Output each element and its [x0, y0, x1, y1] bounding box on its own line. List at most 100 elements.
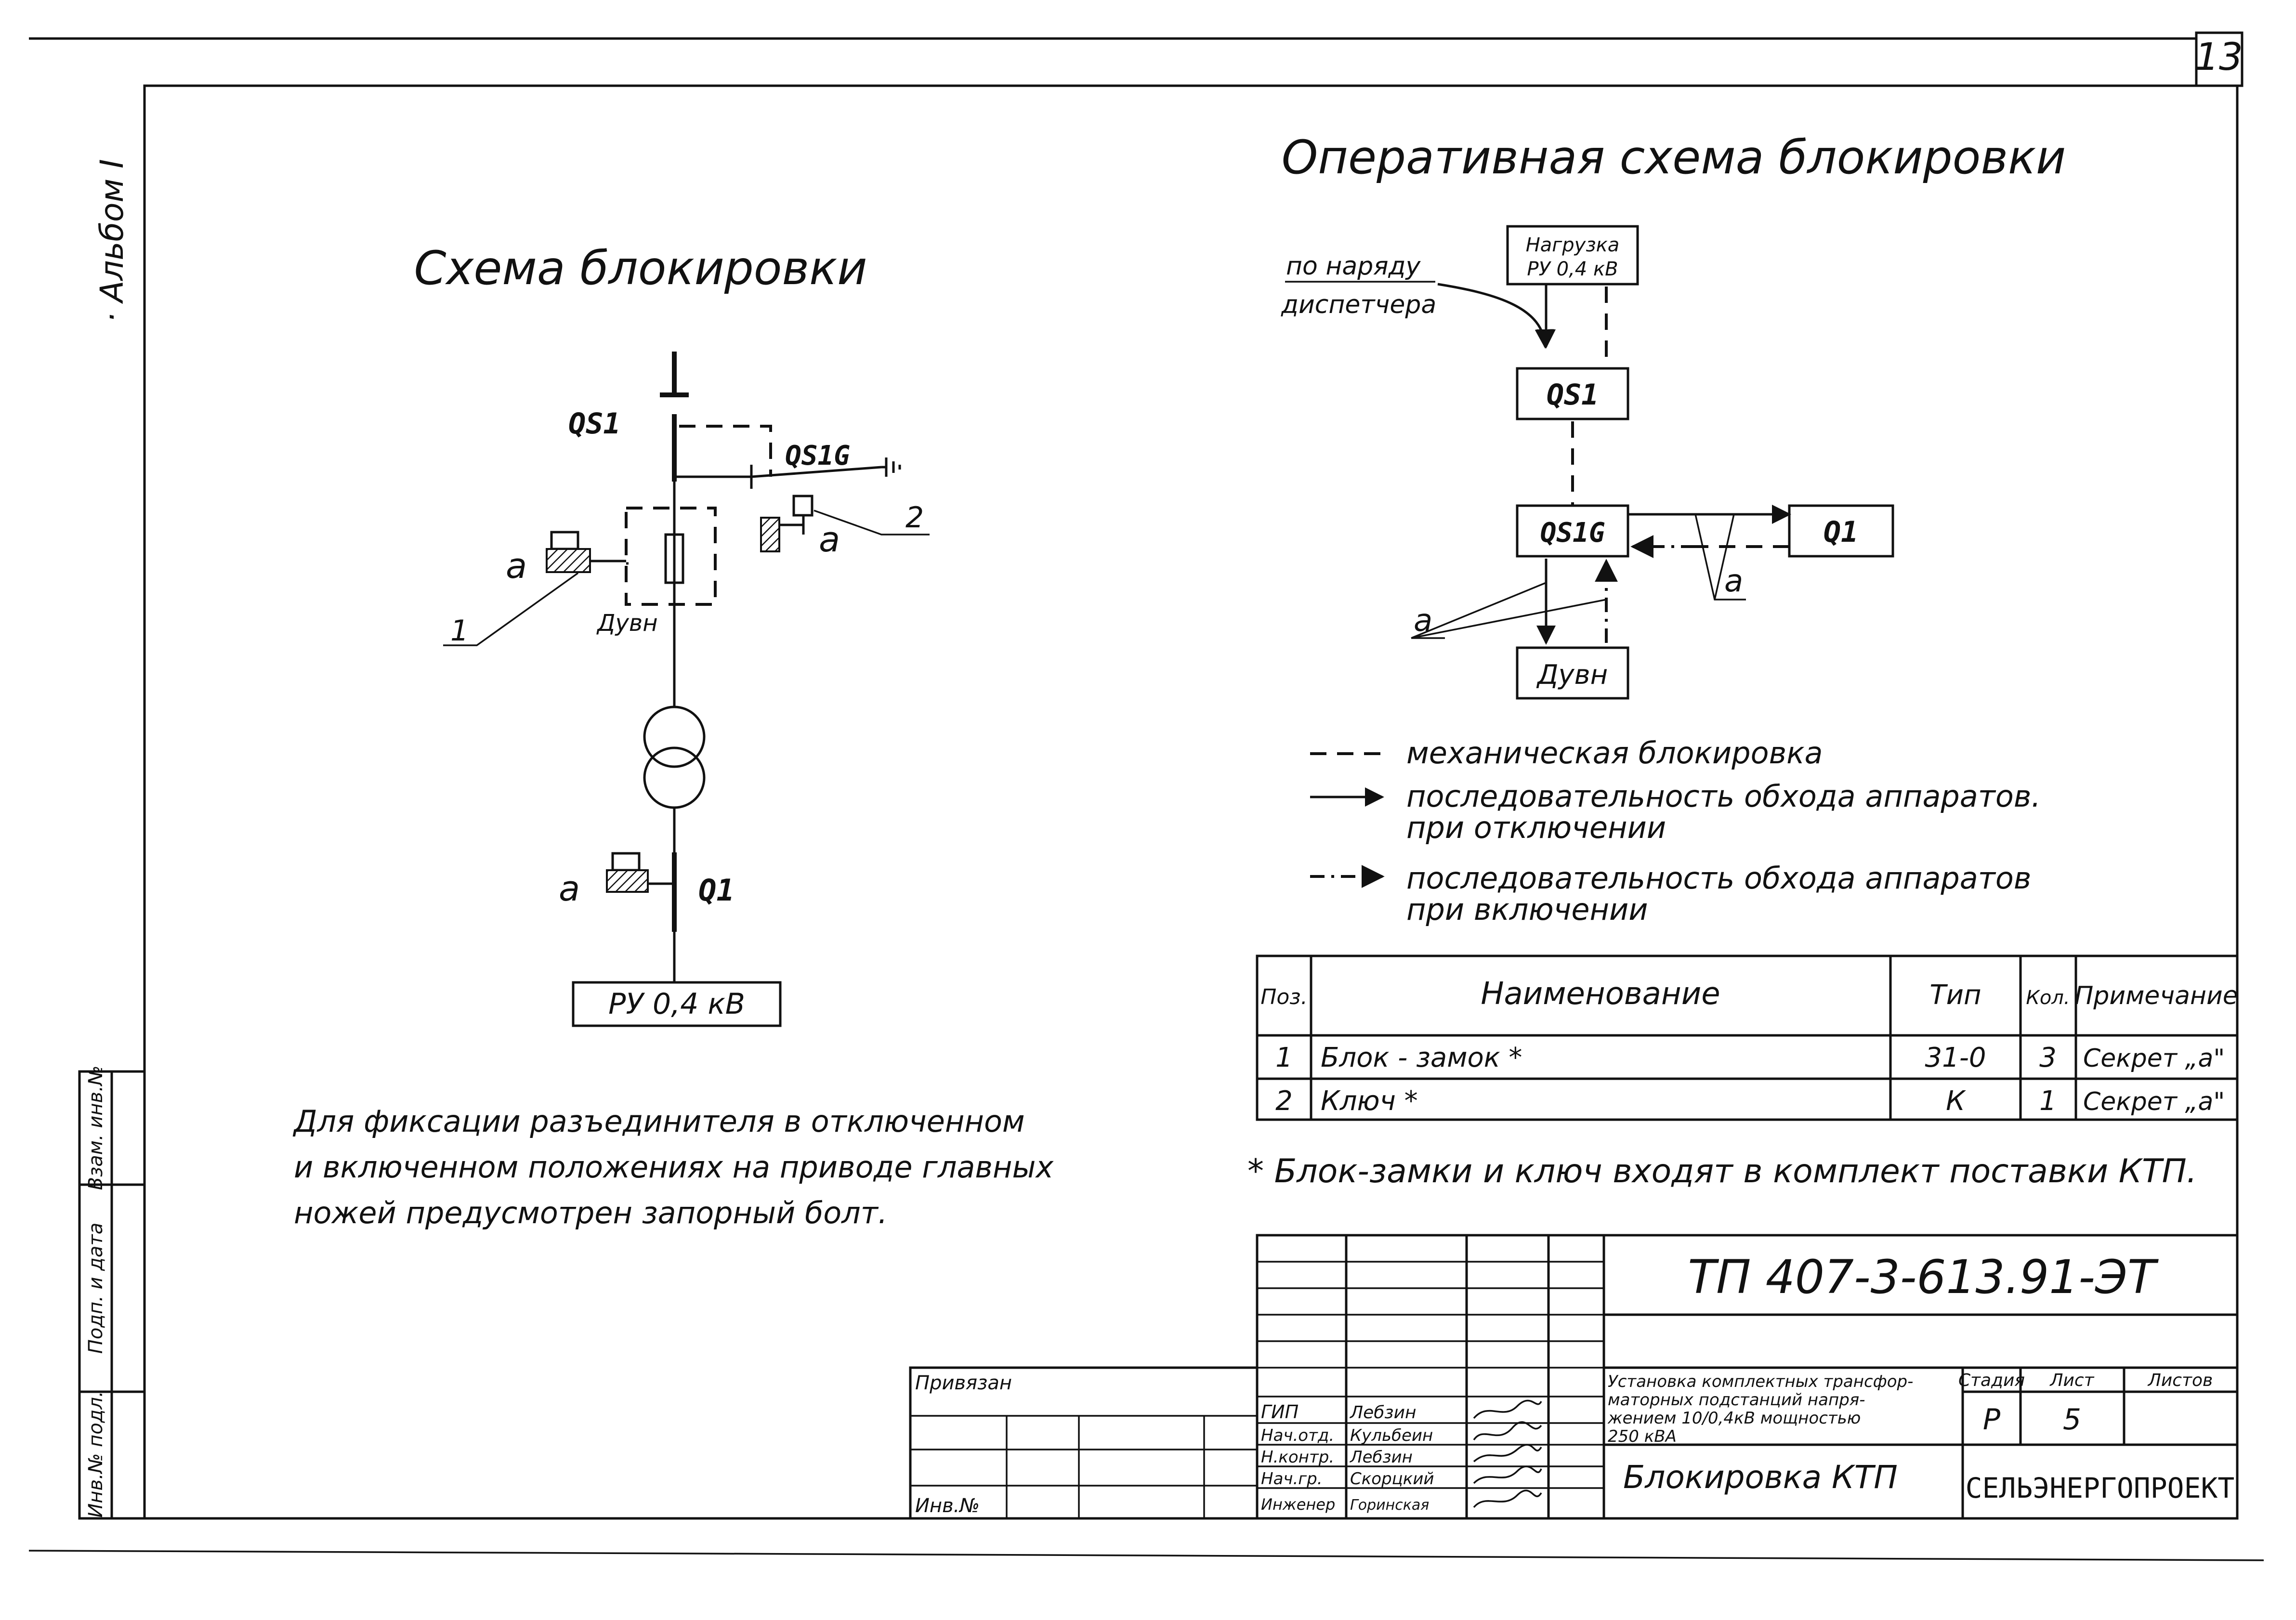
q1-label: Q1 [698, 873, 735, 908]
row1-type: 31-0 [1925, 1042, 1986, 1073]
sheet-value: 5 [2063, 1403, 2081, 1437]
stage-value: Р [1983, 1403, 2001, 1437]
left-stamp-strip: Взам. инв.№ Подп. и дата Инв.№ подл. [78, 1066, 146, 1520]
lock-icon-q1 [606, 869, 649, 893]
footnote: * Блок-замки и ключ входят в комплект по… [1247, 1152, 2197, 1190]
callout-a-left [1411, 582, 1607, 639]
interlock-scheme-title: Схема блокировки [414, 241, 867, 295]
vzam-inv-label: Взам. инв.№ [85, 1066, 107, 1190]
stage-label: Стадия [1958, 1371, 2025, 1390]
duvn-box-label: Дувн [1536, 659, 1608, 691]
privyazan-label: Привязан [915, 1372, 1012, 1394]
description-line-4: 250 кВА [1608, 1427, 1677, 1446]
qs1-box [1516, 367, 1629, 420]
transformer-winding-1 [643, 705, 706, 768]
transformer-winding-2 [643, 746, 706, 809]
row2-qty: 1 [2039, 1085, 2057, 1117]
sheet-label: Лист [2049, 1371, 2094, 1390]
signature-3 [1473, 1444, 1542, 1463]
row2-name: Ключ * [1321, 1085, 1418, 1117]
album-label: · Альбом I [93, 159, 131, 323]
qs1-mech-link [679, 425, 772, 477]
role-4: Нач.гр. [1261, 1469, 1323, 1489]
name-2: Кульбеин [1350, 1426, 1433, 1445]
note-line-3: ножей предусмотрен запорный болт. [294, 1195, 888, 1230]
operational-scheme: Оперативная схема блокировки Нагрузка РУ… [1281, 131, 2066, 700]
name-1: Лебзин [1349, 1403, 1417, 1423]
sheets-label: Листов [2147, 1371, 2213, 1390]
operational-scheme-title: Оперативная схема блокировки [1282, 131, 2066, 184]
lock-icon-qs1g [760, 517, 780, 552]
sheet-title: Блокировка КТП [1623, 1459, 1898, 1496]
row2-type: К [1946, 1085, 1966, 1117]
duvn-label: Дувн [596, 610, 658, 637]
signature-4 [1473, 1465, 1542, 1484]
description-line-2: маторных подстанций напря- [1608, 1390, 1865, 1410]
a-label-left: а [506, 546, 527, 586]
qs1g-blade [751, 466, 882, 478]
row1-name: Блок - замок * [1321, 1042, 1522, 1073]
row1-note: Секрет „а" [2083, 1044, 2225, 1073]
spec-table: Поз. Наименование Тип Кол. Примечание 1 … [1256, 954, 2239, 1121]
callout-2: 2 [905, 501, 924, 535]
note-left: Для фиксации разъединителя в отключенном… [292, 1104, 1054, 1230]
dispatch-line-2: диспетчера [1281, 290, 1436, 319]
row2-note: Секрет „а" [2083, 1087, 2225, 1116]
load-box [1506, 225, 1639, 286]
legend: механическая блокировка последовательнос… [1310, 735, 2041, 927]
th-name: Наименование [1481, 976, 1720, 1012]
dispatch-arrow [1437, 283, 1554, 349]
role-1: ГИП [1261, 1401, 1299, 1423]
callout-line-2 [813, 510, 930, 536]
name-5: Горинская [1350, 1497, 1429, 1514]
note-line-1: Для фиксации разъединителя в отключенном [292, 1104, 1025, 1139]
inv-no-label: Инв.№ [915, 1495, 980, 1517]
name-4: Скорцкий [1350, 1469, 1434, 1489]
role-5: Инженер [1261, 1495, 1335, 1514]
callout-1: 1 [450, 614, 469, 648]
duvn-box-op [1516, 646, 1629, 700]
page-number-box [2195, 31, 2244, 87]
qs1-box-label: QS1 [1547, 378, 1599, 412]
load-line-2: РУ 0,4 кВ [1527, 258, 1618, 280]
signature-5 [1473, 1489, 1542, 1508]
load-line-1: Нагрузка [1526, 234, 1620, 256]
podp-data-label: Подп. и дата [85, 1223, 107, 1354]
doc-code: ТП 407-3-613.91-ЭТ [1688, 1250, 2159, 1304]
legend-1-text: механическая блокировка [1406, 735, 1823, 771]
role-3: Н.контр. [1261, 1448, 1334, 1467]
th-note: Примечание [2074, 981, 2238, 1010]
q1-box [1788, 504, 1894, 558]
fuse-icon [664, 533, 684, 584]
duvn-box [625, 507, 717, 606]
th-pos: Поз. [1260, 985, 1307, 1009]
description-line-1: Установка комплектных трансфор- [1608, 1372, 1913, 1391]
th-qty: Кол. [2026, 987, 2070, 1009]
role-2: Нач.отд. [1261, 1426, 1334, 1445]
description-line-3: жением 10/0,4кВ мощностью [1607, 1409, 1861, 1428]
signature-1 [1473, 1399, 1542, 1419]
a-right-label: а [1724, 563, 1743, 599]
qs1g-label: QS1G [785, 440, 850, 471]
a-label-bottom: а [559, 868, 580, 909]
interlock-scheme: Схема блокировки QS1 QS1G а 2 Дувн [414, 241, 930, 1027]
legend-3-text-2: при включении [1406, 892, 1648, 927]
qs1g-box [1516, 504, 1629, 558]
legend-2-text-2: при отключении [1406, 810, 1666, 845]
qs1-label: QS1 [568, 407, 620, 441]
a-left-label: а [1414, 603, 1432, 639]
title-block: Привязан Инв.№ ГИП Лебзин Нач.отд. Кульб… [909, 1234, 2239, 1520]
callout-line-1 [443, 572, 579, 646]
row1-pos: 1 [1275, 1042, 1293, 1073]
signature-2 [1473, 1421, 1542, 1441]
lock-icon-duvn [546, 548, 591, 573]
legend-2-text-1: последовательность обхода аппаратов. [1406, 779, 2041, 814]
ru-box [572, 981, 782, 1027]
dispatch-line-1: по наряду [1286, 252, 1421, 281]
th-type: Тип [1929, 980, 1981, 1011]
q1-box-label: Q1 [1824, 515, 1858, 549]
organization: СЕЛЬЭНЕРГОПРОЕКТ [1966, 1472, 2235, 1504]
a-label-right: а [819, 519, 840, 560]
inv-podl-label: Инв.№ подл. [85, 1391, 107, 1517]
